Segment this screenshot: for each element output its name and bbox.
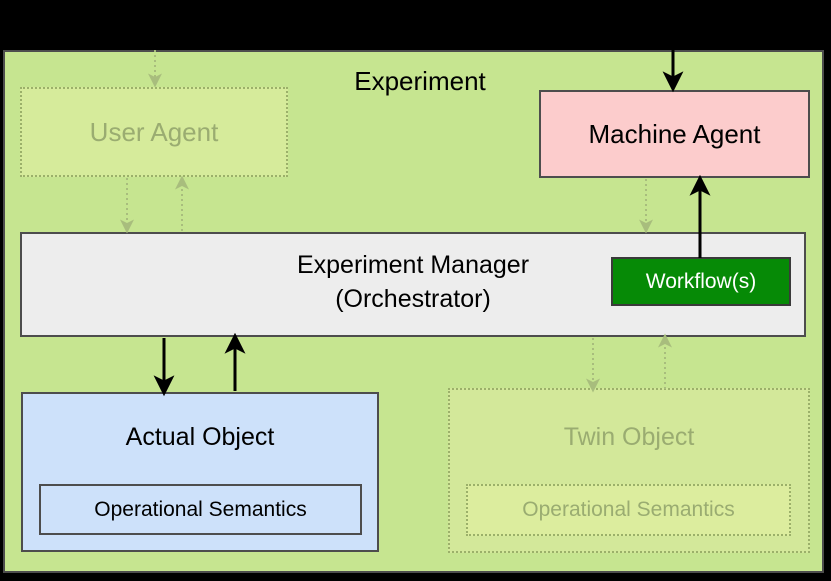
actual-object-operational-semantics-label: Operational Semantics [94, 497, 307, 521]
actual-object-label: Actual Object [125, 423, 275, 451]
workflow-node[interactable]: Workflow(s) [611, 257, 791, 306]
user-agent-node[interactable]: User Agent [20, 87, 288, 177]
twin-object-operational-semantics-label: Operational Semantics [522, 498, 735, 521]
experiment-manager-line1: Experiment Manager [296, 251, 530, 279]
user-agent-label: User Agent [89, 116, 219, 147]
workflow-label: Workflow(s) [645, 269, 757, 293]
twin-object-label: Twin Object [563, 423, 695, 451]
experiment-manager-label: Experiment Manager (Orchestrator) [20, 248, 806, 322]
machine-agent-label: Machine Agent [588, 118, 761, 149]
experiment-title: Experiment [330, 64, 510, 98]
experiment-manager-line2: (Orchestrator) [335, 285, 491, 313]
actual-object-operational-semantics-node[interactable]: Operational Semantics [39, 484, 362, 535]
experiment-title-text: Experiment [354, 66, 486, 96]
machine-agent-node[interactable]: Machine Agent [539, 90, 810, 178]
twin-object-operational-semantics-node[interactable]: Operational Semantics [466, 484, 791, 536]
